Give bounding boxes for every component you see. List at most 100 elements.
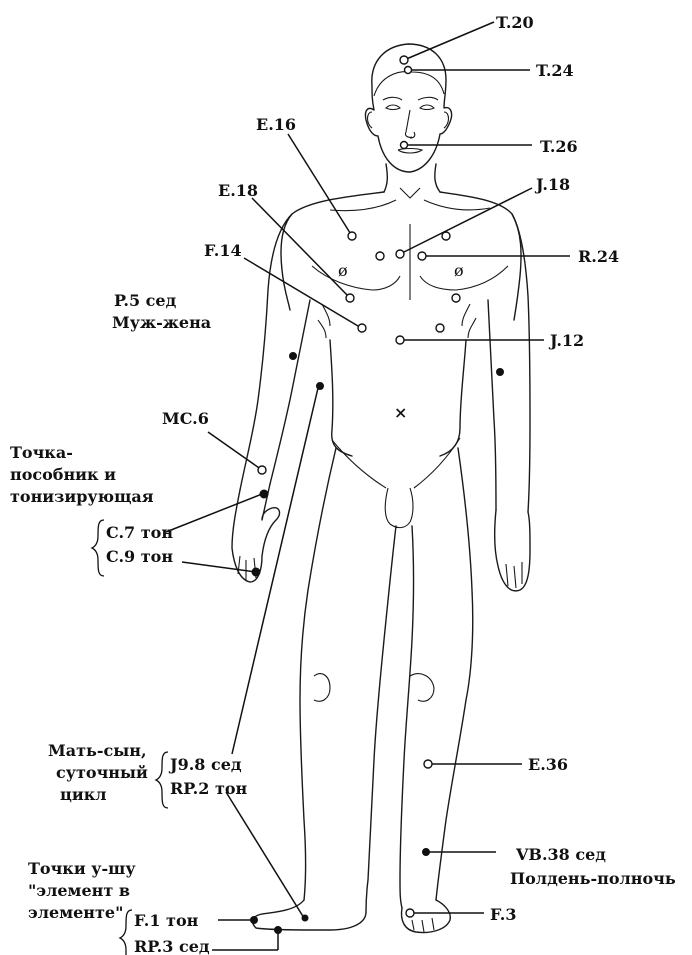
clavicle-right xyxy=(424,200,490,210)
label-p5: P.5 сед xyxy=(114,291,177,310)
right-eyebrow xyxy=(418,97,438,100)
label-j12: J.12 xyxy=(548,331,584,350)
point-f14-left xyxy=(358,324,366,332)
label-wushu-2: "элемент в xyxy=(28,881,130,900)
point-rp3 xyxy=(275,927,282,934)
pectoral-left xyxy=(312,266,400,290)
point-p5-right xyxy=(497,369,504,376)
left-foot xyxy=(253,900,366,930)
left-arm-outer xyxy=(240,214,292,490)
point-r24 xyxy=(418,252,426,260)
ribs-right xyxy=(462,304,476,338)
label-aux-2: пособник и xyxy=(10,465,116,484)
brace-c7-c9 xyxy=(92,520,104,576)
mouth xyxy=(398,149,422,154)
right-arm-inner xyxy=(488,300,496,510)
groin-right xyxy=(414,438,460,488)
leader-t20 xyxy=(404,22,494,60)
label-vb38-sub: Полдень-полночь xyxy=(510,869,676,888)
waist-left xyxy=(330,340,352,456)
pectoral-right xyxy=(420,266,508,290)
label-rp2: RP.2 тон xyxy=(170,779,248,798)
point-f3 xyxy=(406,909,414,917)
neck-right xyxy=(435,164,440,192)
point-f14-right xyxy=(436,324,444,332)
label-t26: T.26 xyxy=(540,137,578,156)
point-t20 xyxy=(400,56,408,64)
nipple-right-mark: ø xyxy=(454,261,464,280)
label-wushu-1: Точки у-шу xyxy=(28,859,136,878)
point-arm-line xyxy=(317,383,324,390)
point-e36 xyxy=(424,760,432,768)
leader-e18 xyxy=(252,198,350,298)
label-mother-3: цикл xyxy=(60,785,107,804)
point-f1 xyxy=(251,917,258,924)
label-c7: C.7 тон xyxy=(106,523,173,542)
label-j98: J9.8 сед xyxy=(168,755,242,774)
right-knee xyxy=(410,674,434,702)
label-j18: J.18 xyxy=(534,175,570,194)
leader-lines xyxy=(166,22,570,950)
collar-notch xyxy=(400,188,420,198)
point-e18-right xyxy=(452,294,460,302)
point-vb38 xyxy=(423,849,430,856)
left-arm-inner xyxy=(270,300,310,484)
label-mother-2: суточный xyxy=(56,763,148,782)
label-r24: R.24 xyxy=(578,247,619,266)
leader-c9 xyxy=(182,562,256,572)
label-rp3: RP.3 сед xyxy=(134,937,210,955)
point-e16-left xyxy=(348,232,356,240)
point-e18-left xyxy=(346,294,354,302)
point-c7 xyxy=(260,490,268,498)
waist-right xyxy=(440,340,466,456)
hairline xyxy=(374,72,444,96)
label-f14: F.14 xyxy=(204,241,242,260)
leader-mc6 xyxy=(208,432,262,470)
acupoints xyxy=(251,56,504,934)
point-j18 xyxy=(396,250,404,258)
left-knee xyxy=(314,674,330,702)
brace-j98-rp2 xyxy=(156,752,168,808)
right-leg-inner xyxy=(400,526,414,908)
label-e18: E.18 xyxy=(218,181,258,200)
point-t26 xyxy=(401,142,408,149)
point-upper-chest-a xyxy=(376,252,384,260)
label-aux-1: Точка- xyxy=(10,443,73,462)
groin-left xyxy=(332,440,386,488)
point-t24 xyxy=(405,67,412,74)
right-hand xyxy=(495,510,530,591)
nose xyxy=(405,110,414,138)
left-eye xyxy=(386,105,400,110)
genital-outline xyxy=(385,488,413,528)
right-eye xyxy=(420,105,434,110)
label-vb38: VB.38 сед xyxy=(515,845,606,864)
right-leg-outer xyxy=(436,448,473,900)
label-mother-1: Мать-сын, xyxy=(48,741,147,760)
point-mc6 xyxy=(258,466,266,474)
ribs-left xyxy=(318,304,330,338)
point-j12 xyxy=(396,336,404,344)
point-rp2 xyxy=(302,915,308,921)
point-c9 xyxy=(252,568,260,576)
leader-rp2 xyxy=(226,792,304,918)
leader-e16 xyxy=(288,134,352,236)
human-figure: ø ø × xyxy=(232,44,530,933)
point-e16-right xyxy=(442,232,450,240)
label-aux-3: тонизирующая xyxy=(10,487,154,506)
right-toes xyxy=(412,918,434,932)
neck-left xyxy=(384,164,387,192)
label-c9: C.9 тон xyxy=(106,547,173,566)
label-wushu-3: элементе" xyxy=(28,903,123,922)
label-f3: F.3 xyxy=(490,905,516,924)
right-hand-fingers xyxy=(506,562,522,588)
label-e36: E.36 xyxy=(528,755,568,774)
labels: T.20 T.24 T.26 E.16 E.18 J.18 R.24 F.14 … xyxy=(10,13,676,955)
label-e16: E.16 xyxy=(256,115,296,134)
nipple-left-mark: ø xyxy=(338,261,348,280)
left-leg-inner xyxy=(366,526,396,912)
leader-aux xyxy=(166,494,262,532)
left-eyebrow xyxy=(383,97,402,100)
label-mc6: MC.6 xyxy=(162,409,209,428)
